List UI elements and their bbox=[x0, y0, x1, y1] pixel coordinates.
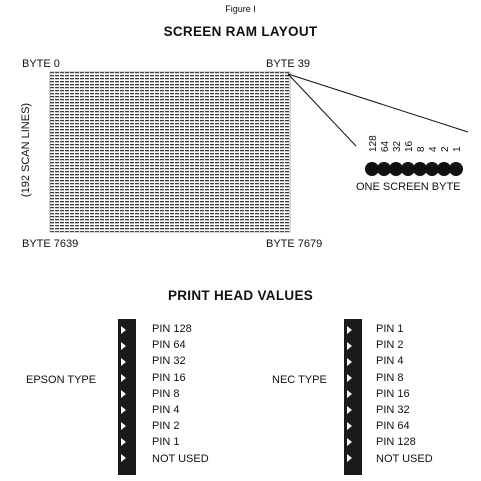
screen-byte-label: ONE SCREEN BYTE bbox=[356, 181, 461, 193]
nec-pin-list: PIN 1 PIN 2 PIN 4 PIN 8 PIN 16 PIN 32 PI… bbox=[376, 321, 433, 467]
nec-pin: PIN 8 bbox=[376, 371, 404, 384]
byte-bottom-right-label: BYTE 7679 bbox=[266, 238, 323, 250]
nec-pin: PIN 2 bbox=[376, 339, 404, 352]
bit-value-label: 2 bbox=[440, 146, 451, 152]
epson-pin-list: PIN 128 PIN 64 PIN 32 PIN 16 PIN 8 PIN 4… bbox=[152, 321, 209, 467]
nec-pin: PIN 64 bbox=[376, 420, 410, 433]
epson-pin: PIN 4 bbox=[152, 404, 180, 417]
bit-value-label: 128 bbox=[368, 135, 379, 152]
epson-type-label: EPSON TYPE bbox=[26, 374, 97, 386]
epson-print-head bbox=[118, 319, 136, 475]
epson-pin: PIN 1 bbox=[152, 436, 180, 449]
byte-top-left-label: BYTE 0 bbox=[22, 58, 60, 70]
epson-pin: PIN 64 bbox=[152, 339, 186, 352]
bit-dot bbox=[401, 162, 415, 176]
bit-value-label: 8 bbox=[416, 146, 427, 152]
nec-pin: PIN 32 bbox=[376, 404, 410, 417]
bit-value-label: 64 bbox=[380, 140, 391, 152]
bit-dot bbox=[389, 162, 403, 176]
nec-pin: PIN 128 bbox=[376, 436, 416, 449]
bit-value-label: 16 bbox=[404, 140, 415, 152]
epson-pin: PIN 32 bbox=[152, 355, 186, 368]
bit-value-label: 4 bbox=[428, 146, 439, 152]
bit-dot bbox=[449, 162, 463, 176]
byte-top-right-label: BYTE 39 bbox=[266, 58, 311, 70]
bit-dot bbox=[365, 162, 379, 176]
nec-type-label: NEC TYPE bbox=[272, 374, 327, 386]
nec-pin: PIN 1 bbox=[376, 323, 404, 335]
nec-pin: PIN 16 bbox=[376, 387, 410, 400]
scan-lines-label: (192 SCAN LINES) bbox=[20, 102, 32, 198]
figure-label: Figure I bbox=[225, 4, 256, 14]
bit-dot bbox=[425, 162, 439, 176]
screen-ram-title: SCREEN RAM LAYOUT bbox=[163, 24, 318, 39]
epson-pin: PIN 2 bbox=[152, 420, 180, 433]
print-head-title: PRINT HEAD VALUES bbox=[167, 288, 314, 303]
bit-dot bbox=[377, 162, 391, 176]
epson-pin: PIN 16 bbox=[152, 371, 186, 384]
nec-print-head bbox=[344, 319, 362, 475]
bit-dot bbox=[437, 162, 451, 176]
bit-value-label: 32 bbox=[392, 140, 403, 152]
screen-byte-dots bbox=[365, 162, 463, 176]
zoom-line-lower bbox=[287, 73, 357, 147]
bit-value-label: 1 bbox=[452, 146, 463, 152]
epson-pin: PIN 128 bbox=[152, 323, 192, 335]
byte-bottom-left-label: BYTE 7639 bbox=[22, 238, 79, 250]
nec-pin: PIN 4 bbox=[376, 355, 404, 368]
bit-dot bbox=[413, 162, 427, 176]
screen-ram-grid bbox=[49, 71, 291, 233]
epson-pin: PIN 8 bbox=[152, 387, 180, 400]
epson-pin: NOT USED bbox=[152, 452, 209, 465]
nec-pin: NOT USED bbox=[376, 452, 433, 465]
zoom-line-upper bbox=[287, 73, 469, 133]
